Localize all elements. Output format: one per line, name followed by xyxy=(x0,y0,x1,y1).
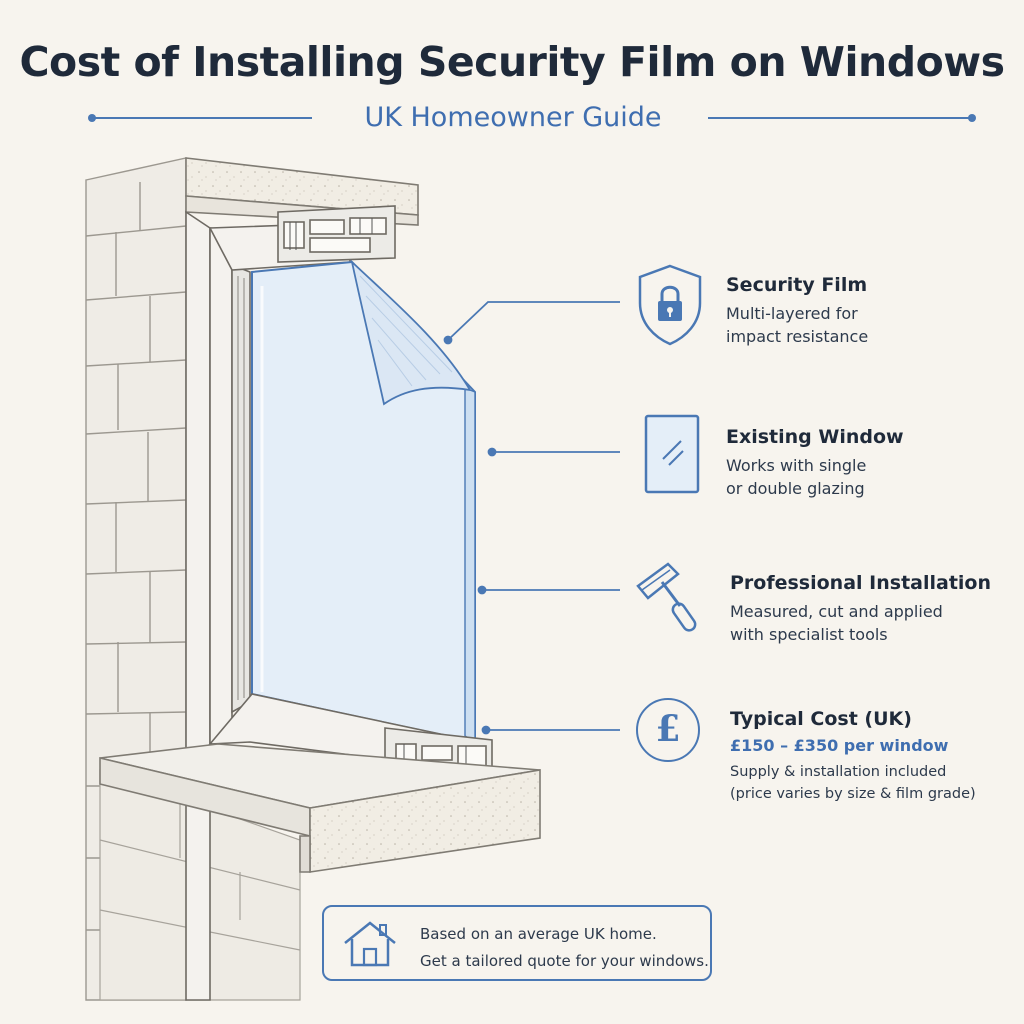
shield-lock-icon xyxy=(638,264,702,346)
callout-professional-installation: Professional Installation Measured, cut … xyxy=(730,572,991,646)
subtitle-rule-left xyxy=(92,117,312,119)
callout-text: Measured, cut and applied with specialis… xyxy=(730,602,943,644)
callout-existing-window: Existing Window Works with single or dou… xyxy=(726,426,904,500)
callout-text: Supply & installation included (price va… xyxy=(730,764,976,802)
subtitle-dot-right xyxy=(968,114,976,122)
callout-leaders xyxy=(443,301,620,735)
squeegee-icon xyxy=(636,562,697,632)
glass-pane xyxy=(251,260,476,744)
house-icon xyxy=(344,921,396,967)
security-film-peel xyxy=(350,259,472,406)
page-subtitle: UK Homeowner Guide xyxy=(364,102,662,133)
note-box: Based on an average UK home. Get a tailo… xyxy=(322,905,712,981)
price-range: £150 – £350 per window xyxy=(730,736,949,755)
callout-title: Professional Installation xyxy=(730,572,991,594)
page-title: Cost of Installing Security Film on Wind… xyxy=(19,38,1005,86)
subtitle-row: UK Homeowner Guide xyxy=(88,100,976,136)
callout-text: Works with single or double glazing xyxy=(726,456,867,498)
callout-title: Security Film xyxy=(726,274,868,296)
callout-typical-cost: Typical Cost (UK) £150 – £350 per window… xyxy=(730,708,976,805)
stone-sill xyxy=(99,743,541,873)
callout-security-film: Security Film Multi-layered for impact r… xyxy=(726,274,868,348)
subtitle-rule-right xyxy=(708,117,972,119)
callout-title: Existing Window xyxy=(726,426,904,448)
window-pane-icon xyxy=(644,414,700,494)
callout-title: Typical Cost (UK) xyxy=(730,708,912,730)
callout-text: Multi-layered for impact resistance xyxy=(726,304,869,346)
note-text: Based on an average UK home. Get a tailo… xyxy=(420,925,709,970)
pound-coin-icon: £ xyxy=(636,698,700,762)
